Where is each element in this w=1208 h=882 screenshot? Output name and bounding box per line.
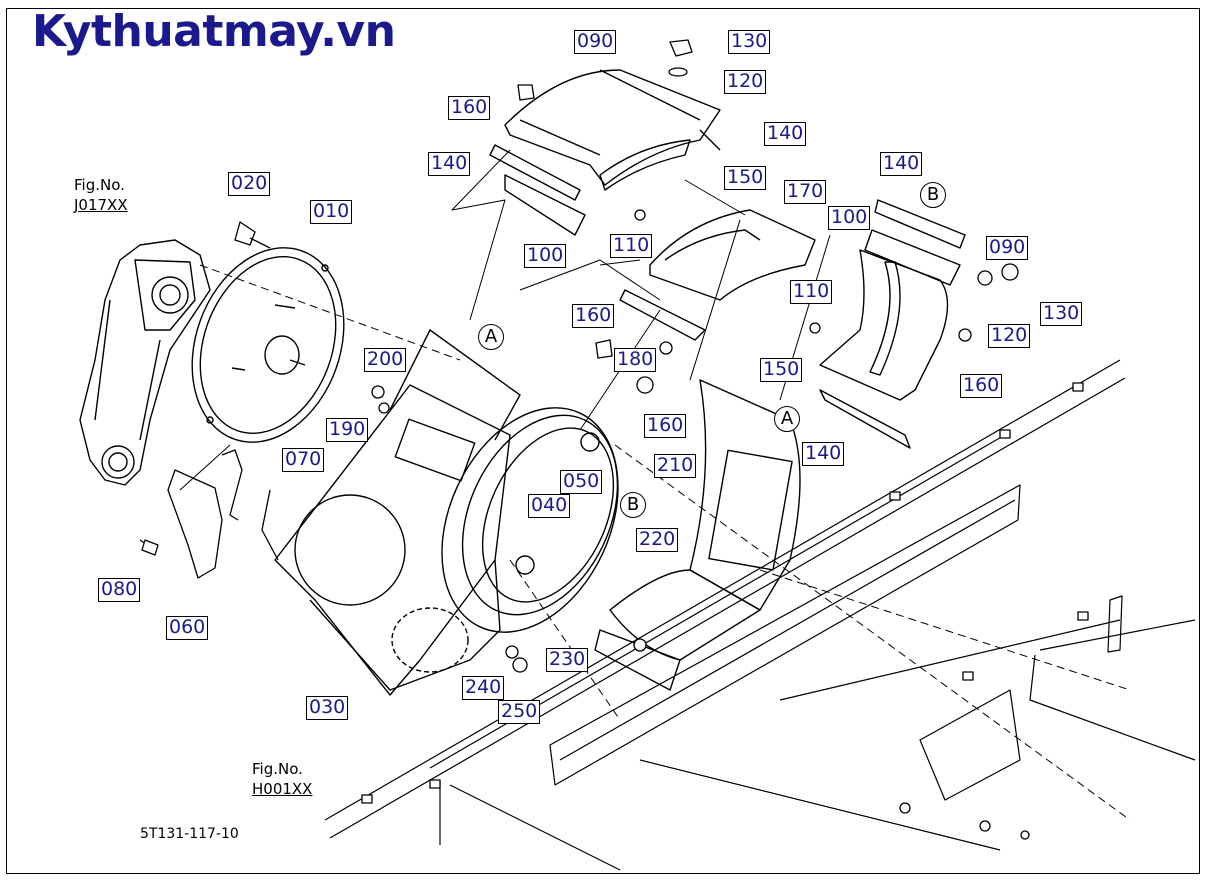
part-label-110: 110: [790, 280, 833, 304]
part-label-160: 160: [448, 96, 491, 120]
part-label-140: 140: [802, 442, 845, 466]
part-label-190: 190: [326, 418, 369, 442]
part-label-020: 020: [228, 172, 271, 196]
fig-ref-j017-title: Fig.No.: [74, 176, 125, 194]
part-label-090: 090: [986, 236, 1029, 260]
drawing-code: 5T131-117-10: [140, 826, 239, 842]
part-label-130: 130: [728, 30, 771, 54]
drawing-frame: [6, 8, 1200, 874]
marker-a: A: [478, 324, 504, 350]
wing-bolt-020: [234, 221, 271, 249]
rail-bolts: [361, 382, 1089, 840]
chassis-rails: [324, 359, 1196, 871]
lower-shell-210: [594, 379, 801, 691]
part-label-090: 090: [574, 30, 617, 54]
leader-dashes: [199, 264, 1131, 821]
part-label-040: 040: [528, 494, 571, 518]
part-label-200: 200: [364, 348, 407, 372]
part-label-120: 120: [724, 70, 767, 94]
part-label-100: 100: [524, 244, 567, 268]
part-label-140: 140: [428, 152, 471, 176]
part-label-150: 150: [760, 358, 803, 382]
fig-ref-h001-title: Fig.No.: [252, 760, 303, 778]
part-label-250: 250: [498, 700, 541, 724]
part-label-220: 220: [636, 528, 679, 552]
part-label-150: 150: [724, 166, 767, 190]
part-label-120: 120: [988, 324, 1031, 348]
part-label-230: 230: [546, 648, 589, 672]
part-label-160: 160: [960, 374, 1003, 398]
fig-ref-h001-code: H001XX: [252, 780, 313, 798]
part-label-140: 140: [764, 122, 807, 146]
marker-b: B: [920, 182, 946, 208]
gearbox-part: [79, 239, 211, 486]
part-label-070: 070: [282, 448, 325, 472]
shroud-060-070: [139, 449, 279, 579]
fig-ref-j017-code: J017XX: [74, 196, 128, 214]
part-label-170: 170: [784, 180, 827, 204]
site-brand: Kythuatmay.vn: [32, 6, 396, 57]
part-label-240: 240: [462, 676, 505, 700]
marker-a: A: [774, 406, 800, 432]
leader-lines: [179, 149, 831, 491]
part-label-180: 180: [614, 348, 657, 372]
part-label-130: 130: [1040, 302, 1083, 326]
upper-shell-090: [489, 69, 721, 236]
part-label-080: 080: [98, 578, 141, 602]
middle-shell-170: [619, 209, 816, 341]
part-label-160: 160: [572, 304, 615, 328]
part-label-160: 160: [644, 414, 687, 438]
part-label-030: 030: [306, 696, 349, 720]
marker-b: B: [620, 492, 646, 518]
part-label-060: 060: [166, 616, 209, 640]
part-label-010: 010: [310, 200, 353, 224]
part-label-050: 050: [560, 470, 603, 494]
part-label-100: 100: [828, 206, 871, 230]
part-label-110: 110: [610, 234, 653, 258]
right-shell-100: [819, 199, 966, 449]
housing-030: [274, 329, 521, 696]
part-label-140: 140: [880, 152, 923, 176]
fan-ring-040: [441, 407, 619, 633]
cover-disc-010: [191, 247, 345, 443]
small-hardware: [141, 39, 1019, 673]
part-label-210: 210: [654, 454, 697, 478]
